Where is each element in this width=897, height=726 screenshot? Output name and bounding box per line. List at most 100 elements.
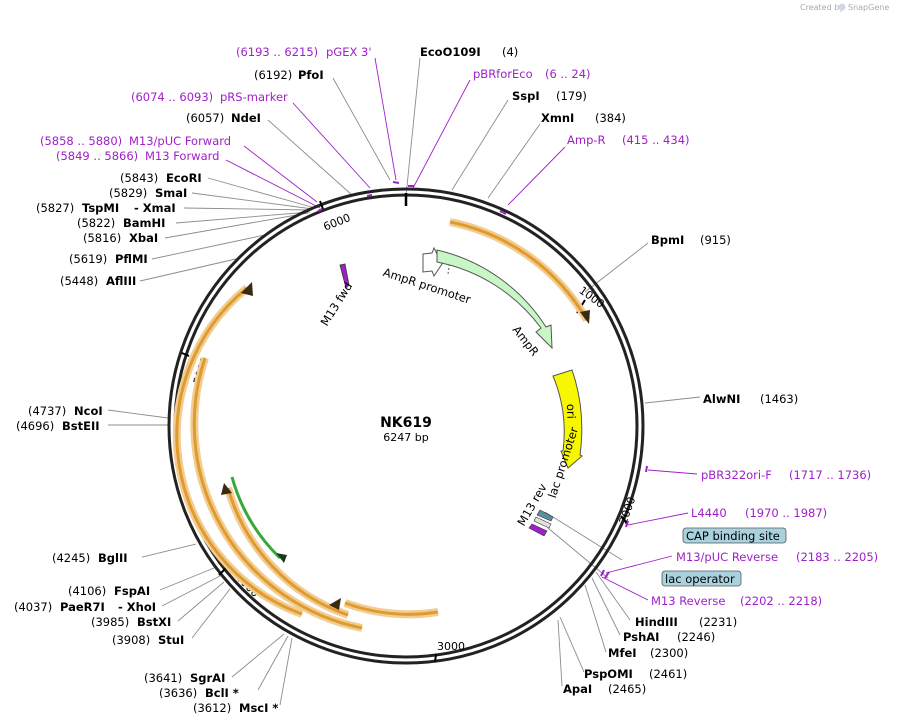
enzyme-sspi-pos: (179) <box>556 89 587 103</box>
enzyme-ndei-name[interactable]: NdeI <box>231 111 261 125</box>
enzyme-pshai-pos: (2246) <box>677 630 715 644</box>
primer-m13-rev-name[interactable]: M13 Reverse <box>651 594 725 608</box>
primer-pbrforeco-range[interactable]: (6 .. 24) <box>545 67 591 81</box>
enzyme-bamhi-name[interactable]: BamHI <box>123 216 165 230</box>
enzyme-apai-pos: (2465) <box>608 682 646 696</box>
enzyme-ecoo109i-name[interactable]: EcoO109I <box>420 45 481 59</box>
enzyme-xmni-pos: (384) <box>595 111 626 125</box>
enzyme-mfei-name[interactable]: MfeI <box>608 646 637 660</box>
enzyme-bstxi-name[interactable]: BstXI <box>137 615 171 629</box>
primer-prs-marker-name[interactable]: pRS-marker <box>220 90 288 104</box>
enzyme-pspomi-name[interactable]: PspOMI <box>584 667 633 681</box>
snapgene-logo-icon <box>838 3 846 11</box>
primer-m13-fwd-range[interactable]: (5849 .. 5866) <box>56 149 138 163</box>
primer-l4440-range[interactable]: (1970 .. 1987) <box>745 506 827 520</box>
enzyme-ecori-pos: (5843) <box>120 171 158 185</box>
primer-pgex3-name[interactable]: pGEX 3' <box>326 45 372 59</box>
enzyme-afliii-pos: (5448) <box>60 274 98 288</box>
enzyme-mscl-name[interactable]: MscI * <box>239 701 278 715</box>
lac-operator-box[interactable] <box>661 570 742 587</box>
plasmid-name: NK619 <box>380 415 432 431</box>
primer-ampr-name[interactable]: Amp-R <box>567 133 606 147</box>
backbone-outer-ring <box>167 187 645 665</box>
enzyme-leader-lines <box>107 57 701 706</box>
enzyme-apai-name[interactable]: ApaI <box>563 682 592 696</box>
enzyme-xmai-name[interactable]: - XmaI <box>134 201 176 215</box>
cap-binding-site-label: CAP binding site <box>686 529 780 543</box>
enzyme-alwni-name[interactable]: AlwNI <box>703 392 740 406</box>
lac-operator-label: lac operator <box>665 572 735 586</box>
enzyme-tspmi-name[interactable]: TspMI <box>82 201 119 215</box>
enzyme-ncoi-name[interactable]: NcoI <box>74 404 103 418</box>
orf-arcs <box>172 218 591 632</box>
enzyme-bglii-name[interactable]: BglII <box>98 551 128 565</box>
ampr-arrow <box>436 249 553 350</box>
enzyme-xmni-name[interactable]: XmnI <box>541 111 574 125</box>
lac-region-features <box>528 509 554 537</box>
enzyme-xhoi-name[interactable]: - XhoI <box>118 600 156 614</box>
enzyme-fspai-name[interactable]: FspAI <box>114 584 150 598</box>
enzyme-hindiii-name[interactable]: HindIII <box>635 615 678 629</box>
enzyme-afliii-name[interactable]: AflIII <box>106 274 136 288</box>
lac-promoter-label: lac promoter <box>545 425 581 500</box>
enzyme-tspmi-pos: (5827) <box>36 201 74 215</box>
plasmid-size: 6247 bp <box>383 431 428 444</box>
enzyme-pspomi-pos: (2461) <box>649 667 687 681</box>
enzyme-smai-name[interactable]: SmaI <box>155 186 187 200</box>
enzyme-hindiii-pos: (2231) <box>699 615 737 629</box>
enzyme-bsteii-pos: (4696) <box>16 419 54 433</box>
primer-prs-marker-range[interactable]: (6074 .. 6093) <box>131 90 213 104</box>
enzyme-bpmi-pos: (915) <box>700 233 731 247</box>
enzyme-pfimi-pos: (5619) <box>69 252 107 266</box>
enzyme-alwni-pos: (1463) <box>760 392 798 406</box>
cap-binding-site-box[interactable] <box>682 527 787 544</box>
enzyme-bamhi-pos: (5822) <box>77 216 115 230</box>
primer-leader-lines <box>225 57 698 601</box>
primer-m13puc-rev-name[interactable]: M13/pUC Reverse <box>676 550 778 564</box>
credit-brand: SnapGene <box>848 3 889 12</box>
enzyme-pfimi-name[interactable]: PflMI <box>115 252 148 266</box>
primer-ampr-range[interactable]: (415 .. 434) <box>622 133 690 147</box>
enzyme-bpmi-name[interactable]: BpmI <box>651 233 684 247</box>
enzyme-pshai-name[interactable]: PshAI <box>623 630 659 644</box>
primer-m13puc-rev-range[interactable]: (2183 .. 2205) <box>796 550 878 564</box>
enzyme-ndei-pos: (6057) <box>186 111 224 125</box>
enzyme-bcli-name[interactable]: BclI * <box>205 686 239 700</box>
primer-m13puc-fwd-name[interactable]: M13/pUC Forward <box>129 134 231 148</box>
enzyme-xbai-pos: (5816) <box>83 231 121 245</box>
enzyme-sspi-name[interactable]: SspI <box>512 89 540 103</box>
enzyme-mfei-pos: (2300) <box>650 646 688 660</box>
primer-m13-rev-range[interactable]: (2202 .. 2218) <box>740 594 822 608</box>
primer-m13puc-fwd-range[interactable]: (5858 .. 5880) <box>40 134 122 148</box>
enzyme-paer7i-name[interactable]: PaeR7I <box>60 600 105 614</box>
primer-marks <box>317 181 648 579</box>
ori-label: ori <box>564 404 579 419</box>
enzyme-bstxi-pos: (3985) <box>91 615 129 629</box>
enzyme-sgrai-pos: (3641) <box>144 671 182 685</box>
enzyme-xbai-name[interactable]: XbaI <box>129 231 158 245</box>
enzyme-smai-pos: (5829) <box>109 186 147 200</box>
primer-pbr322ori-name[interactable]: pBR322ori-F <box>701 468 772 482</box>
enzyme-bglii-pos: (4245) <box>52 551 90 565</box>
primer-l4440-name[interactable]: L4440 <box>691 506 727 520</box>
tick-label-3000: 3000 <box>437 640 465 653</box>
primer-pbr322ori-range[interactable]: (1717 .. 1736) <box>789 468 871 482</box>
primer-pgex3-range[interactable]: (6193 .. 6215) <box>236 45 318 59</box>
enzyme-ecori-name[interactable]: EcoRI <box>166 171 202 185</box>
enzyme-pfoi-name[interactable]: PfoI <box>298 68 324 82</box>
m13-fwd-label: M13 fwd <box>318 280 356 329</box>
enzyme-pfoi-pos: (6192) <box>254 68 292 82</box>
enzyme-stui-pos: (3908) <box>112 633 150 647</box>
credit-prefix: Created by <box>800 3 844 12</box>
enzyme-bsteii-name[interactable]: BstEII <box>62 419 100 433</box>
enzyme-stui-name[interactable]: StuI <box>158 633 184 647</box>
m13-fwd-marker <box>339 263 350 289</box>
enzyme-ncoi-pos: (4737) <box>28 404 66 418</box>
enzyme-sgrai-name[interactable]: SgrAI <box>190 671 225 685</box>
enzyme-fspai-pos: (4106) <box>68 584 106 598</box>
ori-arrow <box>552 369 583 469</box>
primer-m13-fwd-name[interactable]: M13 Forward <box>145 149 219 163</box>
primer-pbrforeco-name[interactable]: pBRforEco <box>473 67 533 81</box>
